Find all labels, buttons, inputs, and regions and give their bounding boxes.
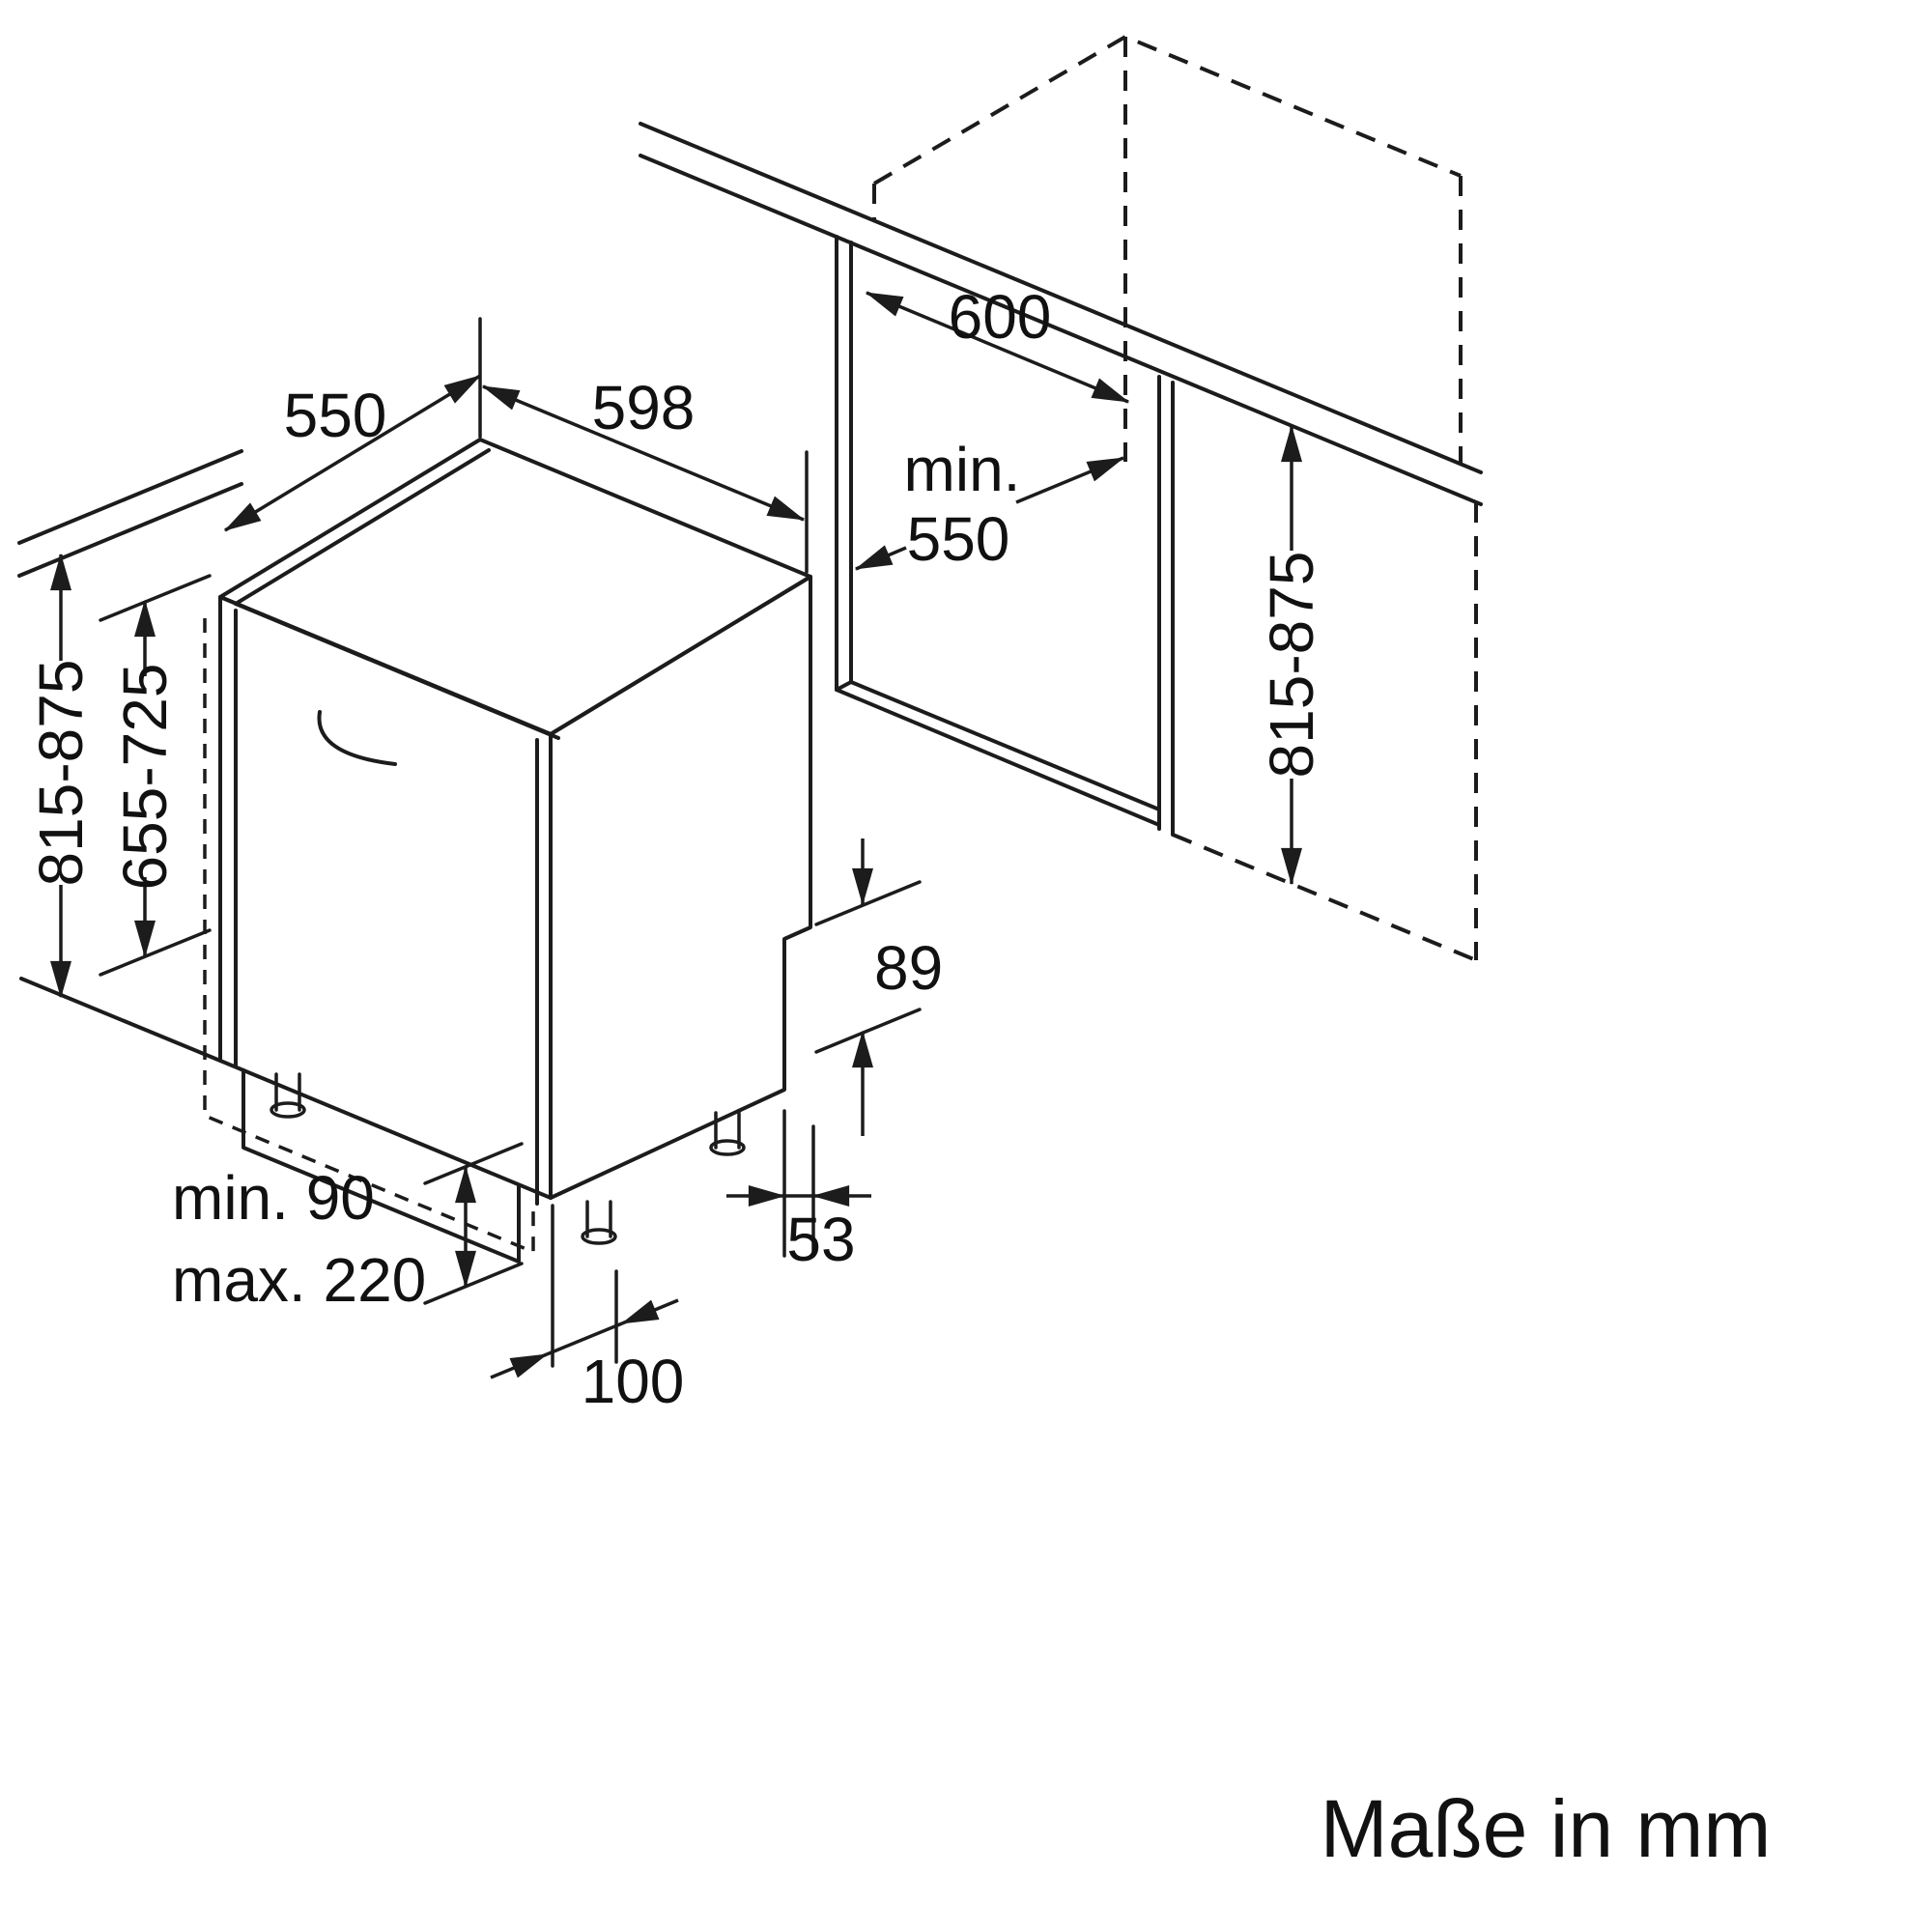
units-caption: Maße in mm (1321, 1783, 1772, 1874)
dim-front-foot-depth: 100 (582, 1347, 685, 1416)
dim-niche-min-label: min. (904, 435, 1021, 504)
dim-niche-min-value: 550 (907, 504, 1010, 574)
dim-height-left: 815-875 (26, 660, 96, 887)
niche-cabinet (639, 122, 1483, 837)
dimension-lines (50, 291, 1302, 1379)
door-panel-dashed (203, 618, 535, 1255)
door-handle (317, 710, 397, 766)
adjustable-feet (270, 1072, 746, 1245)
dim-rear-base-height: 89 (874, 933, 943, 1003)
dim-plinth-min: min. 90 (172, 1163, 375, 1233)
dimension-labels: 550 598 600 min. 550 815-875 655-725 815… (26, 282, 1326, 1416)
dim-depth-top: 550 (284, 381, 387, 450)
dishwasher-body (203, 438, 812, 1264)
dim-door-panel-height: 655-725 (110, 664, 180, 891)
dim-height-right: 815-875 (1257, 552, 1326, 779)
dim-width-top: 598 (592, 373, 696, 442)
dim-rear-base-offset: 53 (786, 1205, 855, 1274)
dim-plinth-max: max. 220 (172, 1245, 426, 1315)
dim-niche-depth: 600 (949, 282, 1052, 352)
